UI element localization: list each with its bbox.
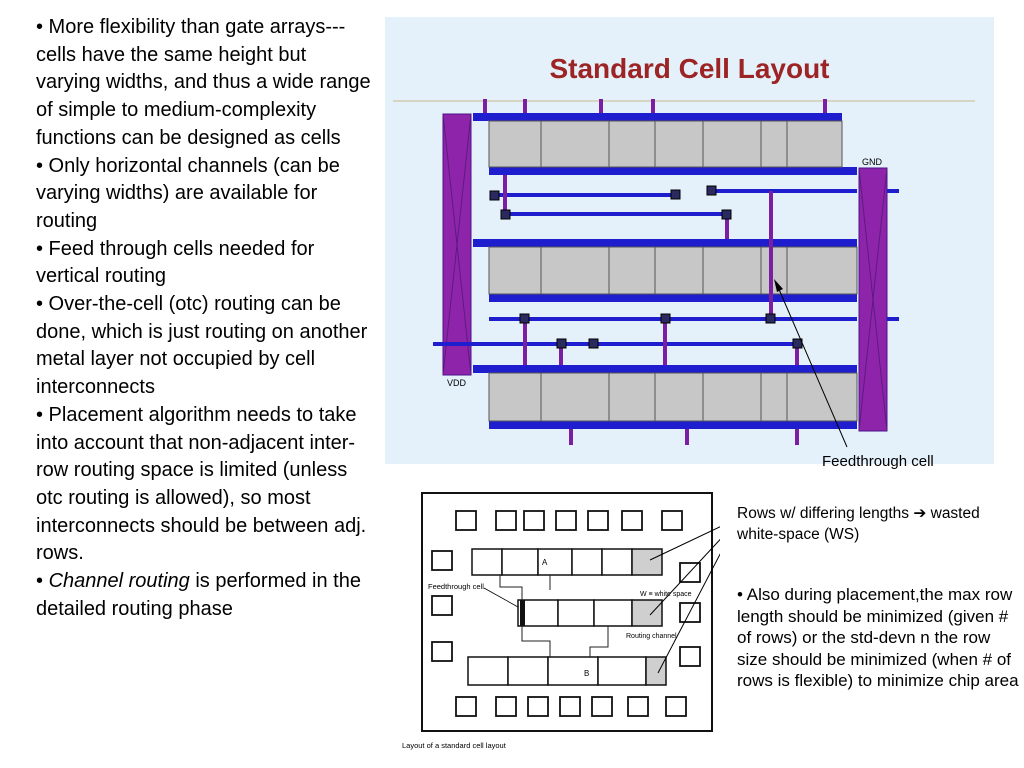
diagram-title: Standard Cell Layout [549, 53, 830, 84]
bullet-flexibility: • More flexibility than gate arrays---ce… [36, 16, 371, 149]
feedthrough-stubs-top [483, 99, 827, 115]
vdd-bus [442, 113, 472, 376]
routing-wires [433, 189, 899, 346]
fig2-caption: Layout of a standard cell layout [402, 741, 507, 750]
vdd-label: VDD [447, 378, 467, 388]
differing-row-lengths-diagram: A B Feedthrough cell W ≡ white space Rou… [400, 485, 729, 755]
std-cell-row-3 [467, 656, 667, 686]
bullet-prefix: • [36, 570, 49, 593]
vertical-connections [503, 175, 799, 365]
io-pads [431, 510, 701, 717]
cell-row-3 [488, 372, 858, 422]
bullet-rest: is performed in the detailed routing pha… [36, 570, 361, 620]
std-cell-row-1 [471, 548, 663, 576]
row-lengths-drawing: A B Feedthrough cell W ≡ white space Rou… [402, 492, 729, 750]
bullet-channel-routing: • Channel routing is performed in the de… [36, 568, 376, 623]
feedthrough-pointer-arrow [774, 279, 848, 448]
ws-pointer-lines [649, 522, 729, 674]
fig2-feedthrough-label: Feedthrough cell [428, 582, 484, 591]
gnd-bus [858, 167, 888, 432]
cell-a-label: A [542, 558, 548, 567]
routing-channel-label: Routing channel [626, 633, 677, 640]
gnd-label: GND [862, 157, 883, 167]
feedthrough-cell-label: Feedthrough cell [822, 453, 934, 470]
layout-drawing: GND VDD [393, 99, 975, 448]
channel-routing-term: Channel routing [48, 570, 190, 593]
std-cell-row-2 [517, 599, 663, 627]
standard-cell-layout-diagram: Standard Cell Layout [385, 17, 994, 464]
bullet-placement: • Placement algorithm needs to take into… [36, 403, 367, 565]
cell-row-2 [488, 246, 858, 295]
feedthrough-leader [483, 587, 519, 608]
feedthrough-stubs-bottom [569, 429, 799, 445]
rows-note: Rows w/ differing lengths ➔ wasted white… [737, 505, 980, 543]
feedthrough-cell-bar [520, 600, 525, 626]
bullet-horizontal-channels: • Only horizontal channels (can be varyi… [36, 154, 340, 232]
wiring [499, 575, 609, 657]
bullet-minimize-row-length: • Also during placement,the max row leng… [737, 585, 1019, 690]
cell-row-1 [488, 120, 843, 168]
contact-vias [489, 185, 803, 349]
power-rails [473, 113, 857, 429]
cell-b-label: B [584, 669, 589, 678]
bullet-feed-through: • Feed through cells needed for vertical… [36, 237, 315, 288]
ws-label: W ≡ white space [640, 591, 692, 598]
bullet-list: • More flexibility than gate arrays---ce… [36, 14, 376, 623]
bullet-otc-routing: • Over-the-cell (otc) routing can be don… [36, 293, 368, 399]
